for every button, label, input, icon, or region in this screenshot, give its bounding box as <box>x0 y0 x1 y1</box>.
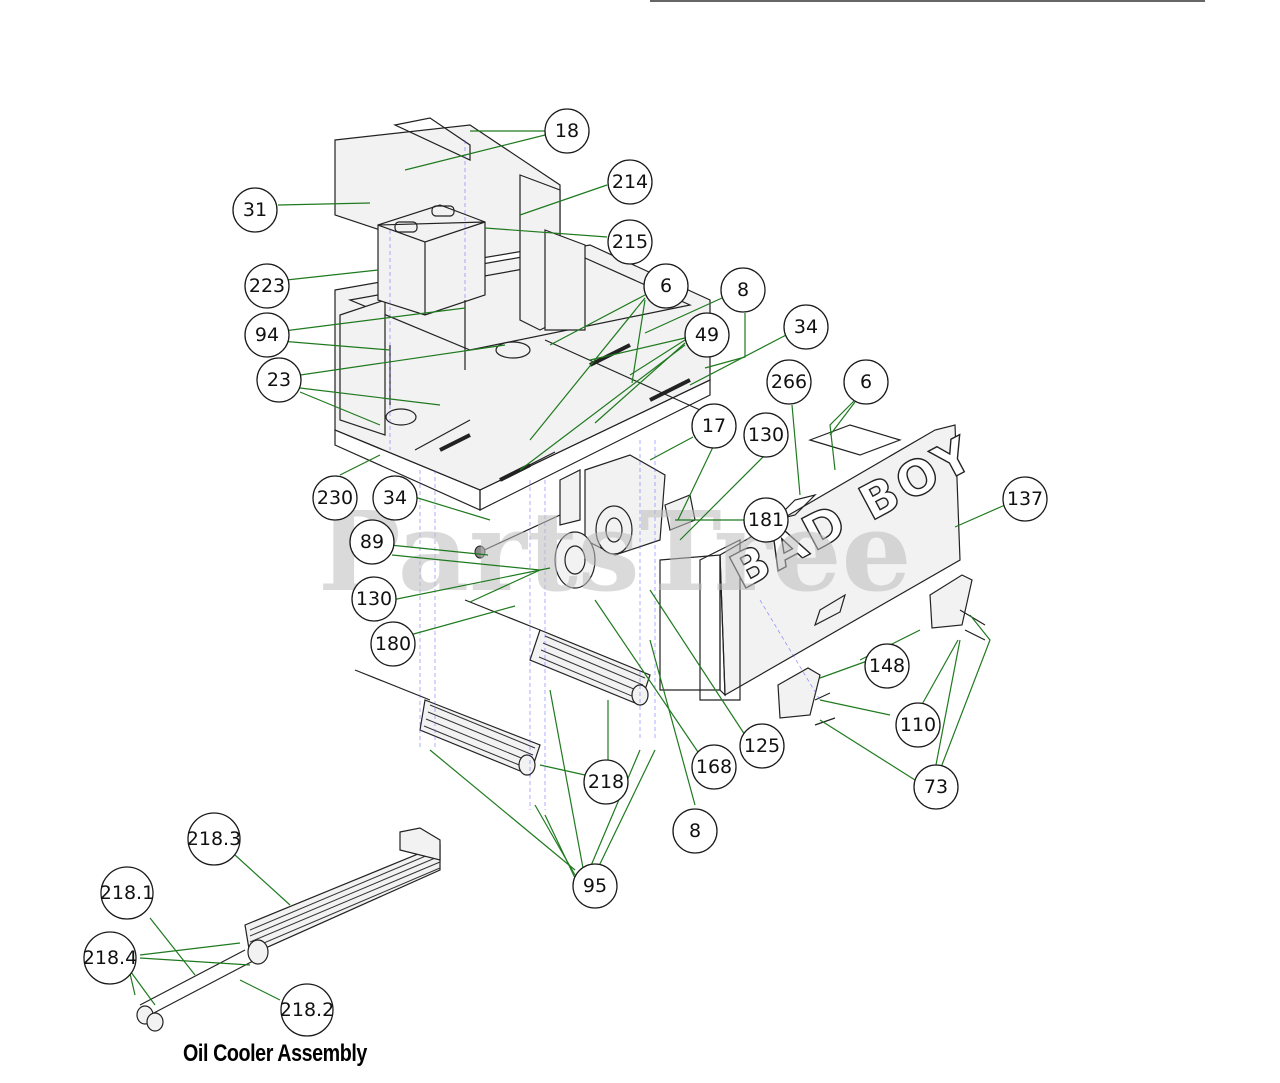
callout-18: 18 <box>544 108 590 154</box>
svg-text:110: 110 <box>900 714 936 736</box>
svg-text:218.3: 218.3 <box>187 828 241 850</box>
callout-223: 223 <box>244 263 290 309</box>
svg-text:18: 18 <box>555 120 579 142</box>
callout-73: 73 <box>913 764 959 810</box>
callout-215: 215 <box>607 219 653 265</box>
callout-95: 95 <box>572 863 618 909</box>
idler-pulley <box>595 505 633 555</box>
callout-23: 23 <box>256 357 302 403</box>
diagram-caption: Oil Cooler Assembly <box>183 1040 367 1067</box>
svg-text:31: 31 <box>243 199 267 221</box>
svg-text:218: 218 <box>588 771 624 793</box>
oil-cooler-detail <box>136 827 441 1032</box>
svg-text:23: 23 <box>267 369 291 391</box>
callout-110: 110 <box>895 702 941 748</box>
callout-130-upper: 130 <box>743 412 789 458</box>
callout-31: 31 <box>232 187 278 233</box>
svg-text:181: 181 <box>748 509 784 531</box>
svg-text:95: 95 <box>583 875 607 897</box>
svg-text:34: 34 <box>794 316 818 338</box>
oil-cooler-right <box>464 599 651 706</box>
svg-text:148: 148 <box>869 655 905 677</box>
svg-text:6: 6 <box>660 275 672 297</box>
callout-218-1: 218.1 <box>100 866 154 920</box>
svg-text:214: 214 <box>612 171 648 193</box>
svg-text:94: 94 <box>255 324 279 346</box>
svg-text:218.2: 218.2 <box>280 999 334 1021</box>
svg-text:137: 137 <box>1007 488 1043 510</box>
callout-34-right: 34 <box>783 304 829 350</box>
callout-218-3: 218.3 <box>187 812 241 866</box>
callout-148: 148 <box>864 643 910 689</box>
callout-125: 125 <box>739 723 785 769</box>
svg-text:215: 215 <box>612 231 648 253</box>
battery <box>377 204 486 316</box>
svg-text:266: 266 <box>771 371 807 393</box>
oil-cooler-left <box>354 669 541 776</box>
svg-text:168: 168 <box>696 756 732 778</box>
step-brackets <box>777 574 986 726</box>
svg-text:180: 180 <box>375 633 411 655</box>
callout-230: 230 <box>312 475 358 521</box>
callout-218-4: 218.4 <box>83 931 137 985</box>
drive-pulley <box>554 531 596 589</box>
callout-6-upper: 6 <box>643 263 689 309</box>
svg-text:218.4: 218.4 <box>83 947 137 969</box>
callout-266: 266 <box>766 359 812 405</box>
callout-49: 49 <box>684 312 730 358</box>
pulley-assembly <box>474 454 696 589</box>
frame-assembly <box>334 117 711 511</box>
callout-17: 17 <box>691 403 737 449</box>
callout-8-lower: 8 <box>672 808 718 854</box>
svg-text:17: 17 <box>702 415 726 437</box>
svg-text:8: 8 <box>737 279 749 301</box>
leader-lines <box>127 130 1006 1006</box>
svg-text:34: 34 <box>383 487 407 509</box>
callout-218: 218 <box>583 759 629 805</box>
svg-text:130: 130 <box>748 424 784 446</box>
callout-130-lower: 130 <box>351 576 397 622</box>
svg-text:218.1: 218.1 <box>100 882 154 904</box>
callout-218-2: 218.2 <box>280 983 334 1037</box>
svg-text:89: 89 <box>360 531 384 553</box>
callout-8-upper: 8 <box>720 267 766 313</box>
callout-180: 180 <box>370 621 416 667</box>
callout-89: 89 <box>349 519 395 565</box>
callout-34-left: 34 <box>372 475 418 521</box>
svg-text:230: 230 <box>317 487 353 509</box>
svg-text:6: 6 <box>860 371 872 393</box>
callout-6-right: 6 <box>843 359 889 405</box>
callout-137: 137 <box>1002 476 1048 522</box>
callout-168: 168 <box>691 744 737 790</box>
svg-text:125: 125 <box>744 735 780 757</box>
svg-text:8: 8 <box>689 820 701 842</box>
callout-214: 214 <box>607 159 653 205</box>
callout-94: 94 <box>244 312 290 358</box>
svg-text:73: 73 <box>924 776 948 798</box>
svg-text:49: 49 <box>695 324 719 346</box>
projection-guides <box>389 140 821 810</box>
svg-text:223: 223 <box>249 275 285 297</box>
svg-text:130: 130 <box>356 588 392 610</box>
callout-181: 181 <box>743 497 789 543</box>
